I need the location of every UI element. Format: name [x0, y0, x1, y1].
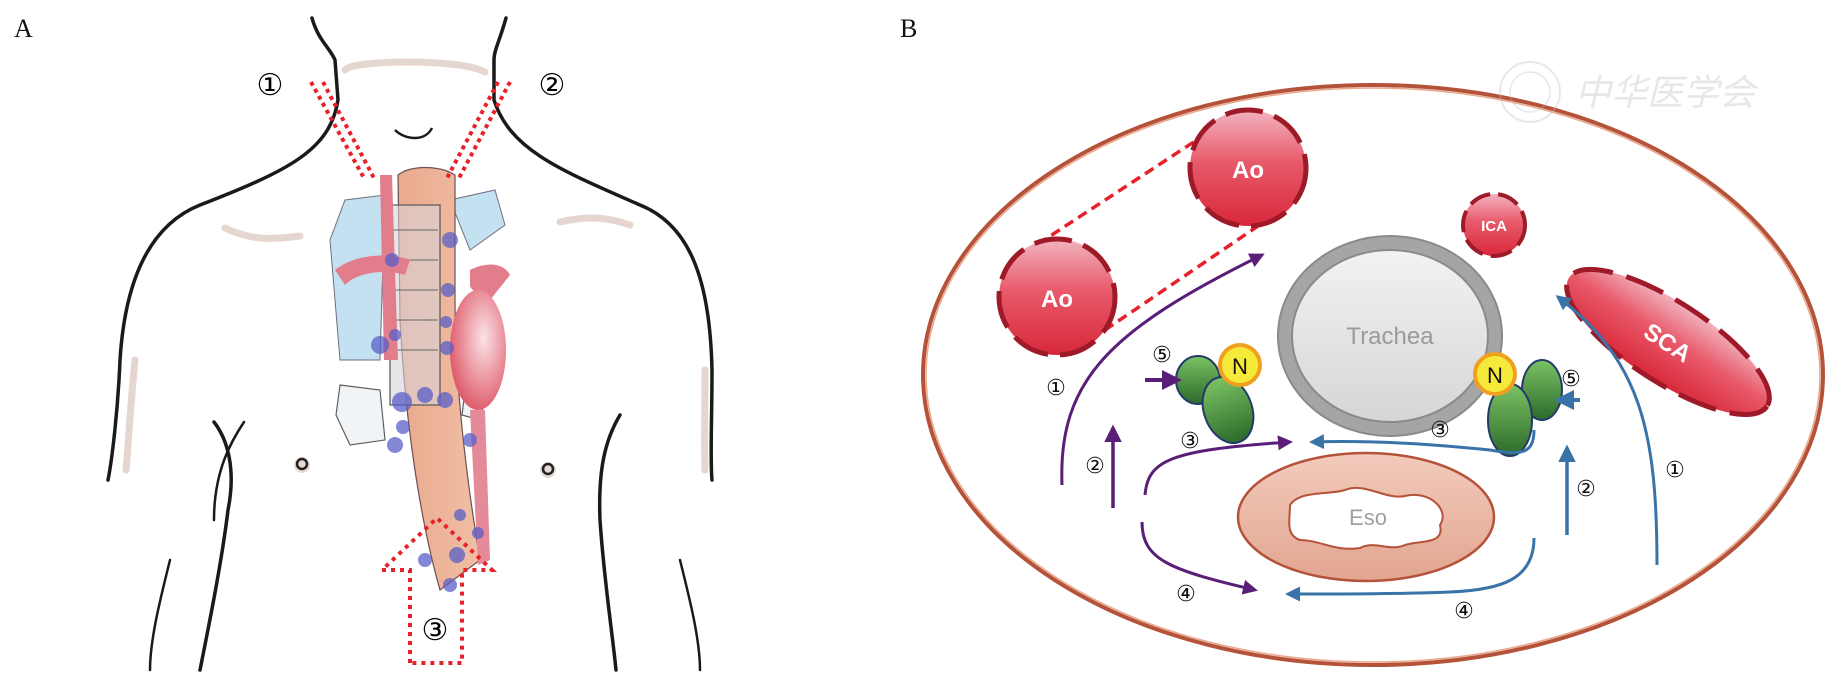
watermark: 中华医学会 [1499, 61, 1759, 123]
left-path-4-label: ④ [1176, 582, 1196, 607]
lymph-node-right: N [1473, 352, 1563, 457]
subclavian-artery: SCA [1564, 267, 1772, 417]
panel-a-illustration: ① ② ③ [106, 16, 714, 672]
skin-shading [122, 58, 709, 474]
right-approach-paths [1285, 295, 1659, 602]
right-path-3-label: ③ [1430, 418, 1450, 443]
left-path-2-label: ② [1085, 454, 1105, 479]
approach-2-label: ② [539, 68, 566, 103]
ao-shift-dashed-lines [1037, 128, 1259, 332]
right-path-3 [1309, 429, 1536, 455]
approach-2-dotted-marker [444, 81, 512, 181]
watermark-text: 中华医学会 [1575, 73, 1759, 114]
trachea-label: Trachea [1346, 323, 1434, 350]
right-path-1 [1555, 295, 1659, 566]
mediastinal-pleura [329, 189, 506, 446]
node-right-label: N [1487, 363, 1503, 388]
approach-1-dotted-marker [309, 81, 377, 181]
chin-line [394, 127, 434, 140]
aorta-left-label: Ao [1041, 286, 1073, 313]
right-path-1-label: ① [1665, 458, 1685, 483]
node-left-label: N [1232, 354, 1248, 379]
right-path-5-label: ⑤ [1561, 367, 1581, 392]
approach-1-label: ① [257, 68, 284, 103]
left-path-5-label: ⑤ [1152, 343, 1172, 368]
eso-label: Eso [1349, 505, 1387, 530]
esophagus-cross-section: Eso [1236, 451, 1496, 583]
left-path-3 [1143, 435, 1293, 496]
left-path-1-label: ① [1046, 376, 1066, 401]
nipple-left-icon [294, 457, 310, 473]
lymph-node-left: N [1175, 343, 1262, 444]
sca-label: SCA [1639, 318, 1696, 368]
panel-b-label: B [900, 14, 918, 43]
internal-carotid-artery: ICA [1461, 192, 1527, 258]
left-path-3-label: ③ [1180, 429, 1200, 454]
aorta-right-label: Ao [1232, 157, 1264, 184]
panel-a-label: A [14, 14, 33, 43]
trachea-illustration [389, 204, 441, 406]
approach-3-label: ③ [422, 613, 449, 648]
ica-label: ICA [1481, 218, 1507, 235]
torso-outline [106, 16, 714, 672]
aorta-left: Ao [996, 236, 1118, 358]
right-path-2-label: ② [1576, 477, 1596, 502]
trachea: Trachea [1277, 235, 1503, 437]
left-approach-paths [1060, 253, 1293, 595]
aorta-right: Ao [1187, 107, 1309, 229]
outer-body-outline [921, 83, 1825, 667]
great-vessels [335, 175, 510, 565]
right-path-4 [1285, 537, 1536, 602]
lymph-nodes [371, 232, 484, 592]
left-path-4 [1140, 521, 1258, 595]
approach-3-dotted-arrow [376, 515, 498, 665]
right-path-4-label: ④ [1454, 599, 1474, 624]
nipple-right-icon [540, 462, 556, 478]
left-path-1 [1060, 253, 1265, 486]
